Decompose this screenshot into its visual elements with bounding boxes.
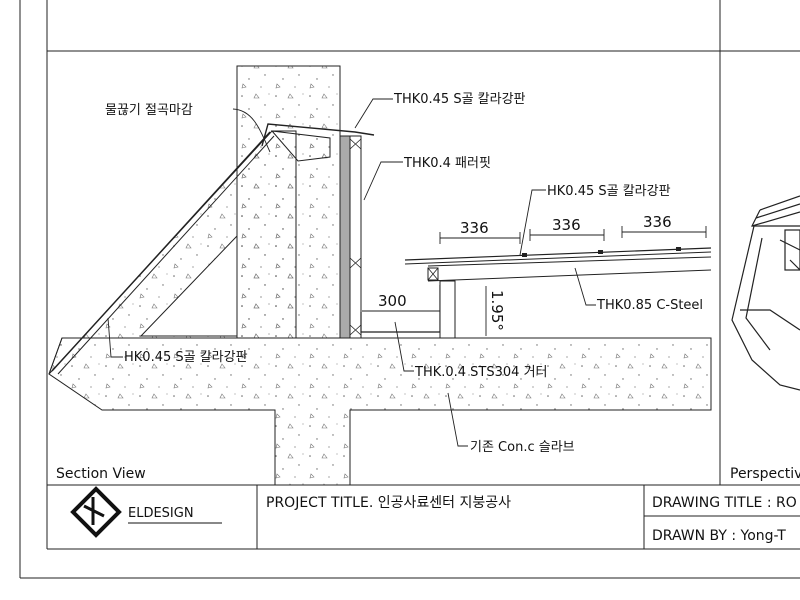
dim-gutter-width: 300: [378, 292, 407, 310]
dimension-lines: [362, 226, 707, 336]
perspective-sketch: [731, 195, 800, 391]
label-parapet: THK0.4 패러핏: [403, 156, 491, 171]
project-title: PROJECT TITLE. 인공사료센터 지붕공사: [266, 495, 511, 511]
sheet-metal-parts: [51, 123, 712, 375]
section-view-label: Section View: [56, 466, 146, 482]
concrete-structure: [48, 65, 712, 486]
logo-text: ELDESIGN: [128, 506, 194, 521]
label-roof-sheet: HK0.45 S골 칼라강판: [547, 184, 671, 199]
label-slope-sheet: HK0.45 S골 칼라강판: [124, 350, 248, 365]
dim-spacing-2: 336: [552, 216, 581, 234]
dim-angle: 1.95°: [488, 290, 506, 331]
drawn-by: DRAWN BY : Yong-T: [652, 528, 786, 544]
dim-spacing-1: 336: [460, 219, 489, 237]
company-logo: ELDESIGN: [70, 486, 222, 538]
perspective-view-label: Perspectiv: [730, 466, 800, 482]
title-block: [256, 485, 800, 549]
sheet-frame: [19, 0, 800, 579]
drawing-title: DRAWING TITLE : RO: [652, 495, 797, 511]
label-top-sheet: THK0.45 S골 칼라강판: [393, 92, 526, 107]
label-slab: 기존 Con.c 슬라브: [470, 440, 575, 455]
label-c-steel: THK0.85 C-Steel: [596, 298, 703, 313]
label-drip-edge: 물끊기 절곡마감: [105, 103, 193, 118]
dim-spacing-3: 336: [643, 213, 672, 231]
label-gutter: THK.0.4 STS304 거터: [414, 365, 548, 380]
leader-lines: [107, 98, 596, 447]
